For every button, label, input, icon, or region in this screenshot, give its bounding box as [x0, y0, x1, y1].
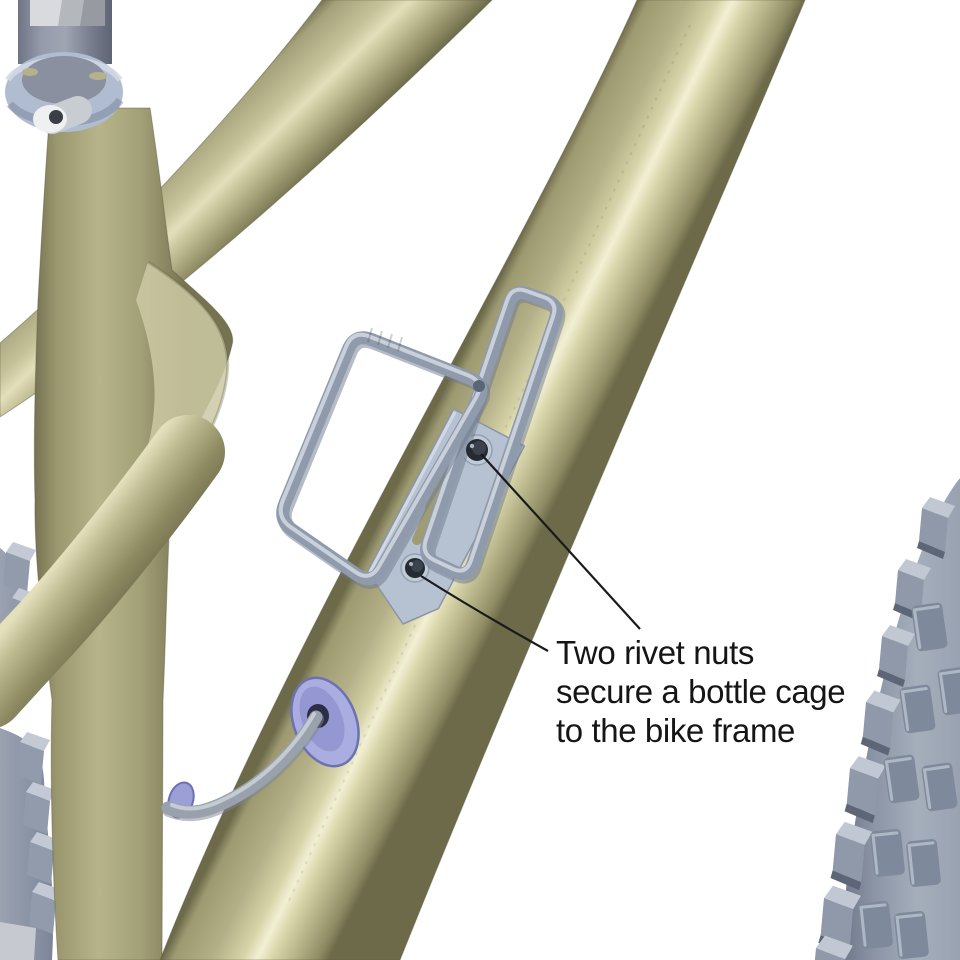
shift-cable [161, 710, 324, 822]
seat-post-clamp [5, 52, 124, 134]
front-tire [810, 478, 960, 960]
cage-bottle-hoop [276, 327, 491, 589]
wire-junction [473, 380, 485, 392]
rivet-nut-bottom [405, 558, 425, 578]
annotation-line: secure a bottle cage [556, 673, 846, 710]
leader-line-bottom [420, 575, 549, 652]
clamp-bolt [33, 96, 92, 134]
saddle-clamp-barrel [30, 0, 105, 26]
frame-sliver [89, 72, 107, 80]
seat-stay [0, 415, 225, 727]
cage-rear-loop [420, 286, 566, 584]
frame-sliver [22, 68, 38, 76]
rim-sliver [0, 922, 36, 960]
tube-seam [286, 24, 691, 906]
annotation-line: to the bike frame [556, 712, 795, 749]
bottle-cage [276, 286, 566, 625]
annotation-callout: Two rivet nuts secure a bottle cage to t… [556, 633, 846, 750]
leader-lines [420, 453, 641, 652]
leader-line-top [480, 453, 641, 630]
annotation-line: Two rivet nuts [556, 634, 754, 671]
hoop-grip-ridges [367, 327, 403, 352]
junction-fillet-highlight [68, 262, 228, 626]
